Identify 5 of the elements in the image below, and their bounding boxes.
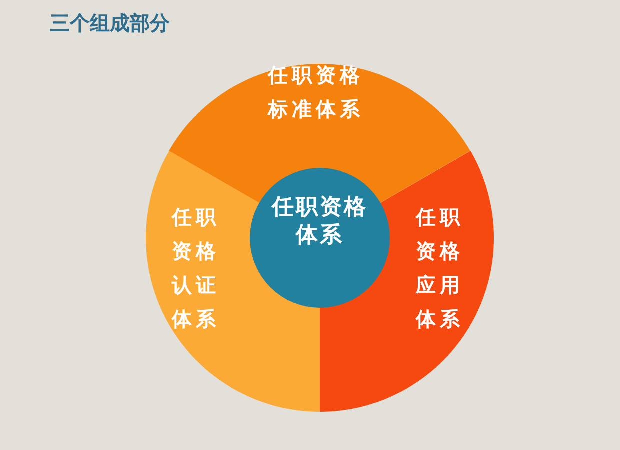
diagram-title: 三个组成部分 [50,10,170,37]
segment-label: 任职资格标准体系 [268,62,365,123]
center-label: 任职资格体系 [270,194,369,250]
segment-label: 任职资格应用体系 [416,204,465,333]
segment-label: 任职资格认证体系 [172,204,221,333]
